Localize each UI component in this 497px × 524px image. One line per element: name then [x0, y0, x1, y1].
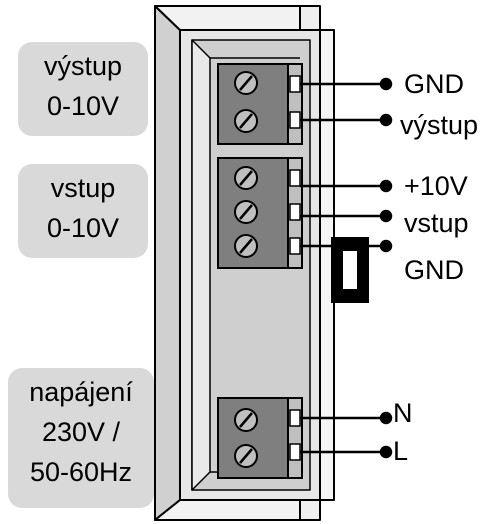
terminal-block-input — [217, 157, 303, 269]
wire-dot — [379, 209, 393, 223]
terminal-label-gnd-input: GND — [404, 255, 464, 285]
terminal-label-10v: +10V — [404, 171, 468, 201]
terminal-label-output: výstup — [400, 110, 479, 140]
power-group-label: napájení 230V / 50-60Hz — [8, 368, 154, 508]
power-group-line1: napájení — [29, 377, 133, 407]
terminal-block-power — [217, 397, 303, 479]
terminal-label-gnd-output: GND — [404, 69, 464, 99]
terminal-label-l: L — [393, 436, 409, 466]
wire-dot — [379, 179, 393, 193]
wire-dot — [379, 411, 393, 425]
power-group-line3: 50-60Hz — [29, 457, 133, 487]
wire-dot — [379, 77, 393, 91]
wire-dot — [379, 113, 393, 127]
terminal-block-output — [217, 63, 303, 145]
wire-dot — [379, 239, 393, 253]
input-group-label: vstup 0-10V — [18, 164, 148, 258]
output-group-line2: 0-10V — [46, 91, 120, 121]
input-group-line2: 0-10V — [46, 213, 120, 243]
jumper — [331, 237, 369, 303]
wires — [300, 77, 393, 459]
wire-dot — [379, 445, 393, 459]
terminal-label-input: vstup — [404, 208, 469, 238]
input-group-line1: vstup — [50, 173, 116, 203]
terminal-label-n: N — [393, 398, 413, 428]
output-group-line1: výstup — [43, 51, 123, 81]
power-group-line2: 230V / — [41, 417, 121, 447]
output-group-label: výstup 0-10V — [18, 42, 148, 136]
